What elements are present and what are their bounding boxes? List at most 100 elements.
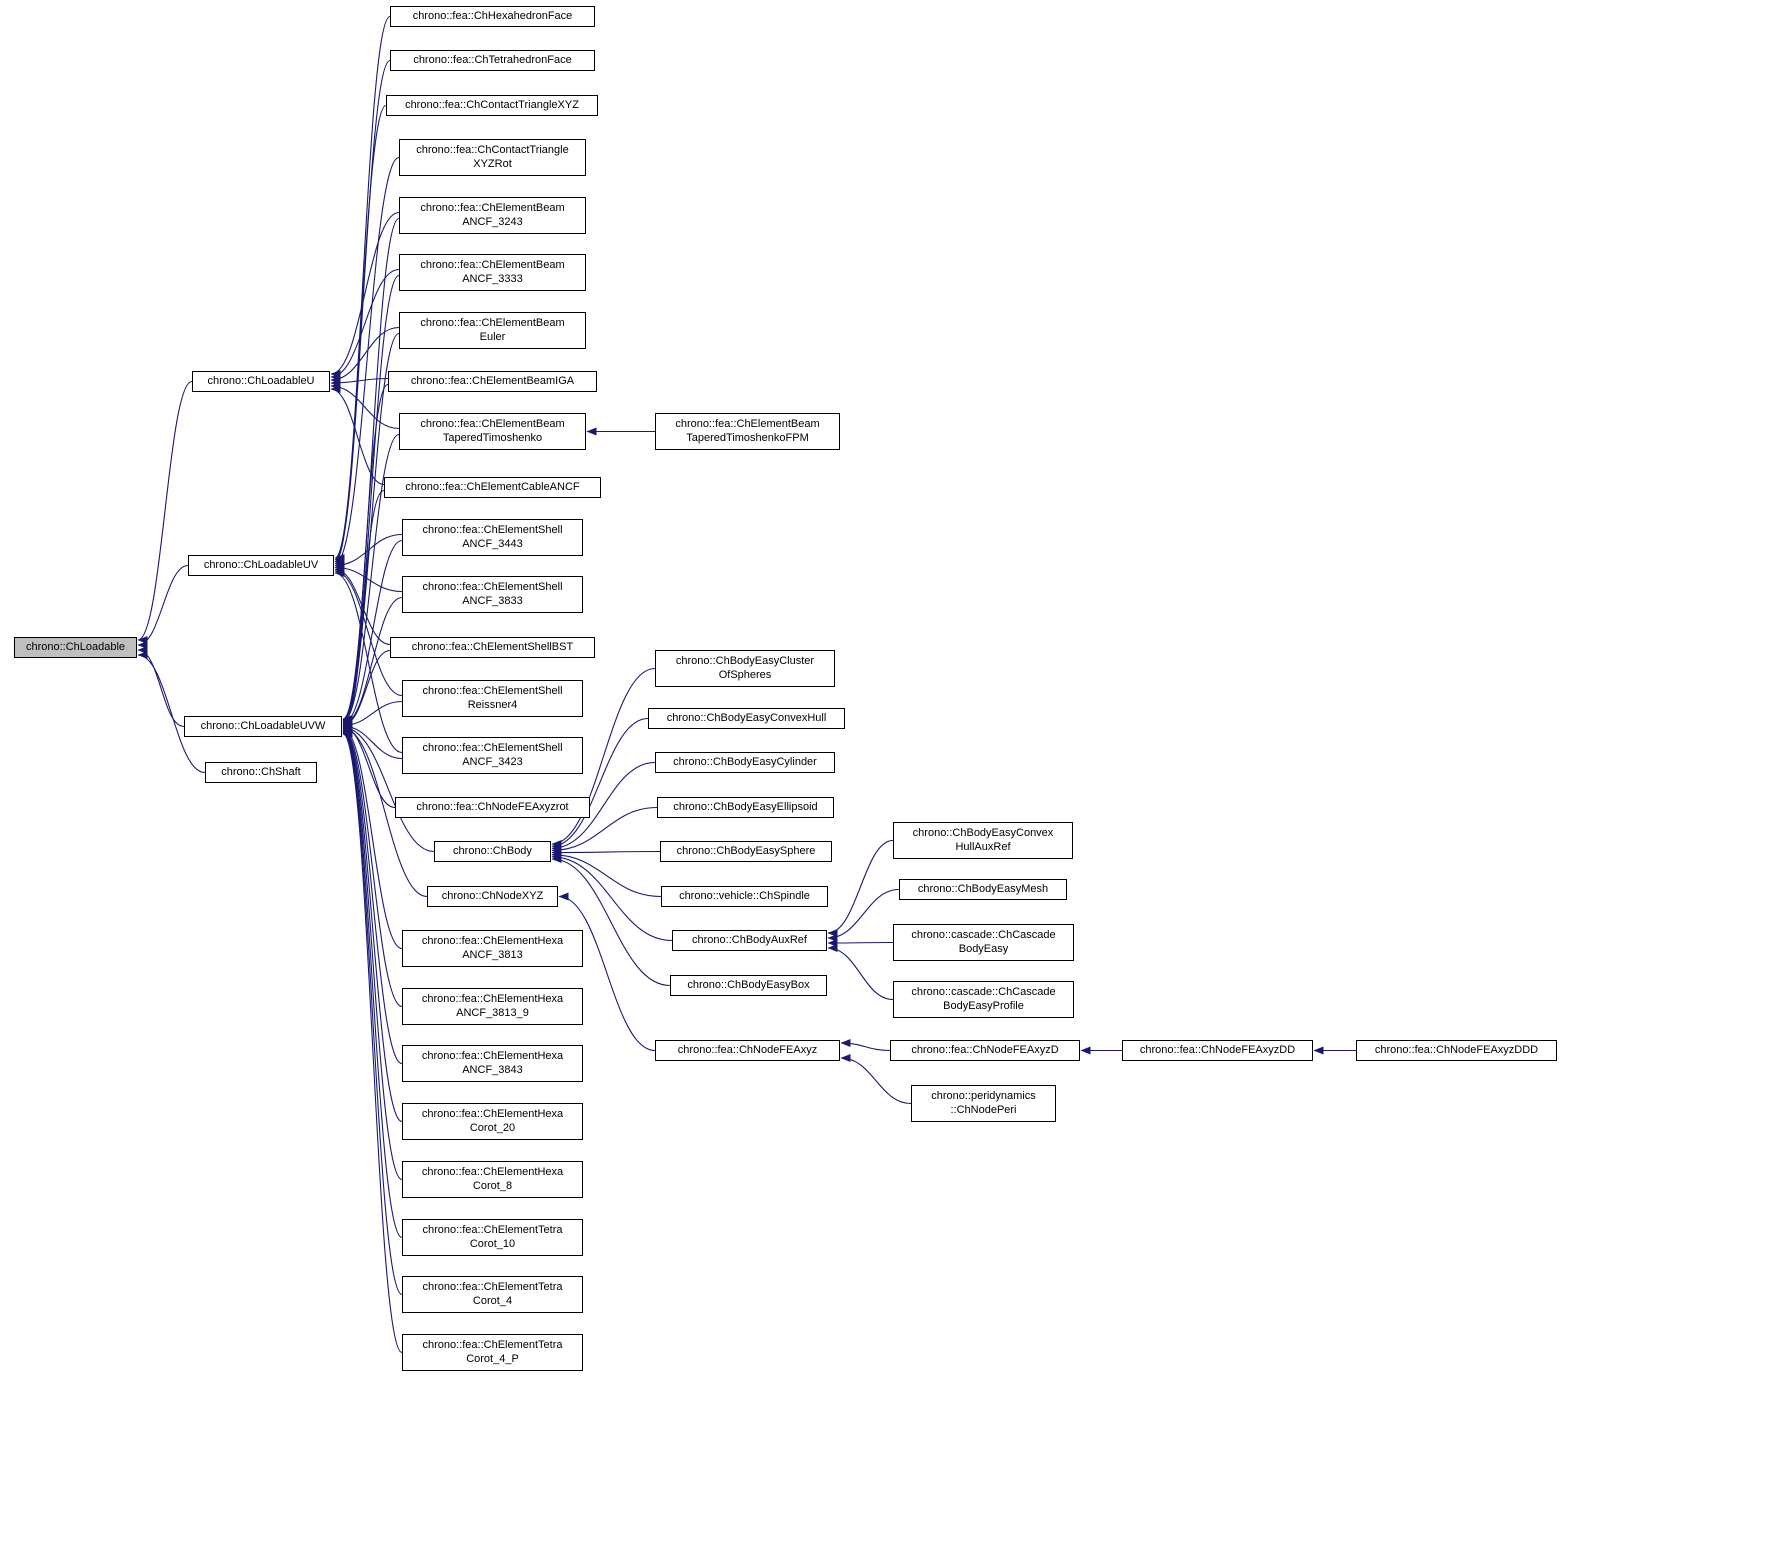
class-node-label: chrono::fea::ChContactTriangleXYZ [405, 98, 579, 111]
class-node-ChNodeFEAxyzD[interactable]: chrono::fea::ChNodeFEAxyzD [890, 1040, 1080, 1061]
inheritance-edge-ChElementShellANCF_3833-to-ChLoadableUV [334, 563, 403, 593]
class-node-label: chrono::ChBodyEasyMesh [917, 882, 1049, 895]
class-node-label: ANCF_3443 [462, 537, 523, 550]
inheritance-edge-ChElementCableANCF-to-ChLoadableUVW [342, 489, 385, 727]
class-node-ChTetrahedronFace[interactable]: chrono::fea::ChTetrahedronFace [390, 50, 595, 71]
class-node-ChNodeFEAxyzDDD[interactable]: chrono::fea::ChNodeFEAxyzDDD [1356, 1040, 1557, 1061]
class-node-label: ANCF_3813_9 [456, 1006, 529, 1019]
class-node-ChBodyEasyConvexHull[interactable]: chrono::ChBodyEasyConvexHull [648, 708, 845, 729]
class-node-ChBodyAuxRef[interactable]: chrono::ChBodyAuxRef [672, 930, 827, 951]
class-node-ChLoadableUV[interactable]: chrono::ChLoadableUV [188, 555, 334, 576]
class-node-ChNodeFEAxyzrot[interactable]: chrono::fea::ChNodeFEAxyzrot [395, 797, 590, 818]
class-node-label: Corot_4 [472, 1294, 513, 1307]
class-node-ChElementBeamIGA[interactable]: chrono::fea::ChElementBeamIGA [388, 371, 597, 392]
class-node-label: chrono::fea::ChNodeFEAxyz [677, 1043, 818, 1056]
class-node-ChShaft[interactable]: chrono::ChShaft [205, 762, 317, 783]
class-node-label: chrono::ChBodyEasyCylinder [673, 755, 817, 768]
inheritance-edge-ChElementHexaCorot_20-to-ChLoadableUVW [342, 727, 403, 1123]
inheritance-edge-ChContactTriangleXYZ-to-ChLoadableUV [334, 104, 387, 566]
inheritance-edge-ChBodyEasySphere-to-ChBody [551, 848, 661, 857]
class-node-ChElementShellBST[interactable]: chrono::fea::ChElementShellBST [390, 637, 595, 658]
class-node-label: chrono::fea::ChElementShell [422, 524, 563, 536]
class-node-label: chrono::peridynamics [931, 1090, 1036, 1102]
class-node-label: chrono::fea::ChElementHexa [421, 935, 564, 947]
class-node-label: chrono::fea::ChContactTriangle [416, 144, 569, 156]
class-node-ChSpindle[interactable]: chrono::vehicle::ChSpindle [661, 886, 828, 907]
class-node-ChNodeFEAxyz[interactable]: chrono::fea::ChNodeFEAxyz [655, 1040, 840, 1061]
class-node-ChLoadable: chrono::ChLoadable [14, 637, 137, 658]
inheritance-edge-ChElementBeamEuler-to-ChLoadableU [330, 326, 400, 384]
class-node-label: ANCF_3843 [462, 1063, 523, 1076]
inheritance-edge-ChNodeXYZ-to-ChLoadableUVW [342, 724, 428, 898]
class-node-ChNodeFEAxyzDD[interactable]: chrono::fea::ChNodeFEAxyzDD [1122, 1040, 1313, 1061]
inheritance-edge-ChBody-to-ChLoadableUVW [342, 723, 435, 853]
class-node-ChBodyEasyEllipsoid[interactable]: chrono::ChBodyEasyEllipsoid [657, 797, 834, 818]
inheritance-edge-ChElementHexaANCF_3813-to-ChLoadableUVW [342, 725, 403, 950]
class-node-label: chrono::ChBodyEasyConvex [912, 827, 1054, 839]
inheritance-edge-ChElementBeamANCF_3243-to-ChLoadableUVW [342, 217, 400, 723]
class-node-label: chrono::fea::ChElementHexa [421, 1108, 564, 1120]
class-node-label: chrono::fea::ChNodeFEAxyzDD [1139, 1043, 1296, 1056]
class-node-ChElementCableANCF[interactable]: chrono::fea::ChElementCableANCF [384, 477, 601, 498]
class-node-ChBodyEasyMesh[interactable]: chrono::ChBodyEasyMesh [899, 879, 1067, 900]
class-node-label: Euler [479, 330, 506, 343]
class-node-label: chrono::fea::ChElementShellBST [411, 640, 574, 653]
class-node-label: chrono::fea::ChElementHexa [421, 1166, 564, 1178]
inheritance-edge-ChElementTetraCorot_4_P-to-ChLoadableUVW [342, 730, 403, 1354]
class-node-ChLoadableUVW[interactable]: chrono::ChLoadableUVW [184, 716, 342, 737]
class-node-label: chrono::ChBodyEasyBox [687, 978, 810, 991]
class-node-ChBody[interactable]: chrono::ChBody [434, 841, 551, 862]
inheritance-edge-ChElementShellANCF_3423-to-ChLoadableUV [334, 569, 403, 754]
class-node-ChContactTriangleXYZ[interactable]: chrono::fea::ChContactTriangleXYZ [386, 95, 598, 116]
class-node-label: chrono::ChLoadableU [207, 374, 315, 387]
class-node-ChNodeXYZ[interactable]: chrono::ChNodeXYZ [427, 886, 558, 907]
class-node-label: chrono::fea::ChElementTetra [422, 1339, 563, 1351]
class-node-label: TaperedTimoshenko [442, 431, 543, 444]
class-node-label: chrono::fea::ChElementBeam [420, 418, 565, 430]
class-node-label: chrono::ChBodyAuxRef [692, 933, 807, 946]
inheritance-edge-ChElementHexaCorot_8-to-ChLoadableUVW [342, 728, 403, 1181]
class-node-ChBodyEasySphere[interactable]: chrono::ChBodyEasySphere [660, 841, 832, 862]
class-node-ChLoadableU[interactable]: chrono::ChLoadableU [192, 371, 330, 392]
inheritance-edge-ChLoadableUV-to-ChLoadable [137, 564, 189, 649]
class-node-ChBodyEasyBox[interactable]: chrono::ChBodyEasyBox [670, 975, 827, 996]
class-node-label: ANCF_3833 [462, 594, 523, 607]
inheritance-edge-ChElementHexaANCF_3813_9-to-ChLoadableUVW [342, 725, 403, 1008]
class-node-label: chrono::fea::ChTetrahedronFace [413, 53, 572, 66]
inheritance-edge-ChContactTriangleXYZRot-to-ChLoadableUV [334, 156, 400, 568]
class-node-label: chrono::fea::ChElementBeamIGA [410, 374, 575, 387]
class-node-ChHexahedronFace[interactable]: chrono::fea::ChHexahedronFace [390, 6, 595, 27]
class-node-ChBodyEasyCylinder[interactable]: chrono::ChBodyEasyCylinder [655, 752, 835, 773]
inheritance-edge-ChNodePeri-to-ChNodeFEAxyz [840, 1054, 912, 1105]
class-node-label: ANCF_3423 [462, 755, 523, 768]
class-node-label: chrono::fea::ChHexahedronFace [412, 9, 573, 22]
class-node-label: chrono::cascade::ChCascade [911, 929, 1056, 941]
class-node-label: chrono::ChBodyEasyEllipsoid [673, 800, 818, 813]
class-node-ChNodePeri[interactable]: chrono::peridynamics::ChNodePeri [911, 1085, 1056, 1122]
class-node-label: chrono::fea::ChElementTetra [422, 1281, 563, 1293]
class-node-label: chrono::fea::ChElementBeam [675, 418, 820, 430]
class-node-label: chrono::fea::ChElementShell [422, 742, 563, 754]
